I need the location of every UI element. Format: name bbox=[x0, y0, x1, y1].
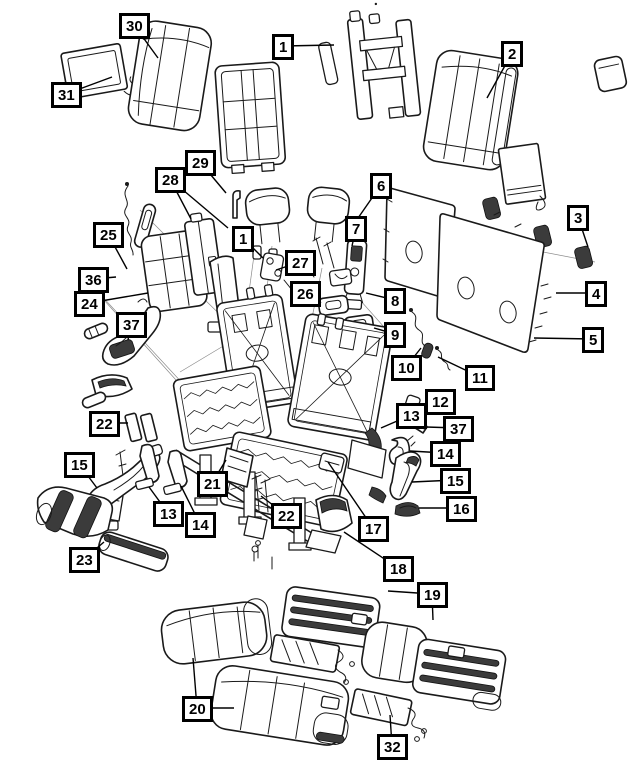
headrest-sleeve-tabs bbox=[245, 284, 345, 330]
callout-box-6-13: 6 bbox=[370, 173, 393, 199]
callout-box-26-12: 26 bbox=[290, 281, 321, 307]
boot-pouch-illustration bbox=[305, 494, 353, 554]
callout-box-27-11: 27 bbox=[285, 250, 316, 276]
lower-trim-piece-illustration bbox=[91, 374, 133, 398]
callout-box-19-37: 19 bbox=[417, 582, 448, 608]
callout-box-24-8: 24 bbox=[74, 291, 105, 317]
cushion-20-illustration bbox=[210, 664, 350, 746]
wire-10-illustration bbox=[409, 308, 434, 359]
callout-box-1-2: 1 bbox=[272, 34, 295, 60]
seat-pan-left-illustration bbox=[172, 365, 272, 452]
callout-box-11-21: 11 bbox=[465, 365, 495, 391]
cushion-19-illustration bbox=[361, 621, 507, 711]
headrest-right-illustration bbox=[306, 186, 351, 243]
seat-frame-back-right-illustration bbox=[287, 313, 394, 441]
callout-box-22-34: 22 bbox=[271, 503, 302, 529]
latch-cover-left-illustration bbox=[35, 486, 114, 539]
callout-box-30-0: 30 bbox=[119, 13, 150, 39]
callout-box-13-31: 13 bbox=[153, 501, 184, 527]
callout-box-14-32: 14 bbox=[185, 512, 216, 538]
sill-trim-illustration bbox=[98, 531, 169, 572]
wire-11-illustration bbox=[435, 346, 451, 371]
callout-box-1-10: 1 bbox=[232, 226, 255, 252]
callout-box-7-14: 7 bbox=[345, 216, 368, 242]
callout-box-32-39: 32 bbox=[377, 734, 408, 760]
small-capsule-pad-a bbox=[83, 322, 109, 340]
bracket-17-illustration bbox=[318, 452, 345, 474]
callout-box-28-5: 28 bbox=[155, 167, 186, 193]
small-capsule-pad-b bbox=[81, 391, 107, 409]
gas-strut-illustration bbox=[133, 203, 157, 248]
seat-back-panel-small-illustration bbox=[214, 61, 287, 175]
callout-box-37-9: 37 bbox=[116, 312, 147, 338]
callout-box-5-20: 5 bbox=[582, 327, 605, 353]
callout-box-12-22: 12 bbox=[425, 389, 456, 415]
striker-bracket-illustration bbox=[328, 268, 353, 287]
seat-back-cushion-illustration bbox=[422, 49, 519, 171]
callout-box-23-33: 23 bbox=[69, 547, 100, 573]
callout-box-18-36: 18 bbox=[383, 556, 414, 582]
map-pocket-panel-illustration bbox=[497, 142, 547, 205]
bracket-21-illustration bbox=[220, 447, 254, 488]
callout-box-10-17: 10 bbox=[391, 355, 422, 381]
callout-box-13-23: 13 bbox=[396, 403, 427, 429]
bezel-a-illustration bbox=[317, 294, 350, 317]
callout-box-31-1: 31 bbox=[51, 82, 82, 108]
wire-harness-illustration bbox=[124, 182, 134, 256]
cushion-foam-illustration bbox=[160, 598, 273, 665]
callout-box-2-3: 2 bbox=[501, 41, 524, 67]
guide-pin-illustration bbox=[232, 190, 241, 219]
screws-22-center bbox=[243, 474, 271, 562]
callout-box-29-4: 29 bbox=[185, 150, 216, 176]
callout-box-22-28: 22 bbox=[89, 411, 120, 437]
callout-box-37-24: 37 bbox=[443, 416, 474, 442]
bracket-14-left-illustration bbox=[163, 449, 188, 496]
hinge-bracket-illustration bbox=[318, 41, 339, 86]
callout-box-8-15: 8 bbox=[384, 288, 407, 314]
callout-box-3-18: 3 bbox=[567, 205, 590, 231]
callout-box-20-38: 20 bbox=[182, 696, 213, 722]
trim-16-illustration bbox=[394, 502, 421, 517]
callout-box-9-16: 9 bbox=[384, 322, 407, 348]
callout-box-16-27: 16 bbox=[446, 496, 477, 522]
bracket-13-left-illustration bbox=[135, 443, 160, 491]
cushion-frame-center-illustration bbox=[281, 586, 381, 649]
bracket-22-left-illustration bbox=[124, 412, 158, 443]
top-right-slab-illustration bbox=[593, 55, 628, 93]
seat-back-cover-illustration bbox=[127, 20, 213, 132]
seat-belt-strap-illustration bbox=[347, 427, 387, 504]
heater-mat-b-illustration bbox=[349, 688, 427, 742]
back-panel-right-illustration bbox=[436, 211, 552, 353]
mid-screws bbox=[312, 236, 335, 269]
callout-box-36-7: 36 bbox=[78, 267, 109, 293]
long-screw-left bbox=[115, 449, 131, 493]
callout-box-17-35: 17 bbox=[358, 516, 389, 542]
trim-15-right-illustration bbox=[389, 451, 422, 501]
callout-box-21-30: 21 bbox=[197, 471, 228, 497]
pocket-wire-hook bbox=[535, 195, 546, 211]
callout-box-15-29: 15 bbox=[64, 452, 95, 478]
headrest-left-illustration bbox=[244, 187, 291, 245]
callout-box-14-25: 14 bbox=[430, 441, 461, 467]
heater-mat-a-illustration bbox=[269, 634, 355, 685]
callout-box-15-26: 15 bbox=[440, 468, 471, 494]
seat-back-frame-large-illustration bbox=[346, 2, 422, 120]
callout-box-4-19: 4 bbox=[585, 281, 608, 307]
callout-box-25-6: 25 bbox=[93, 222, 124, 248]
